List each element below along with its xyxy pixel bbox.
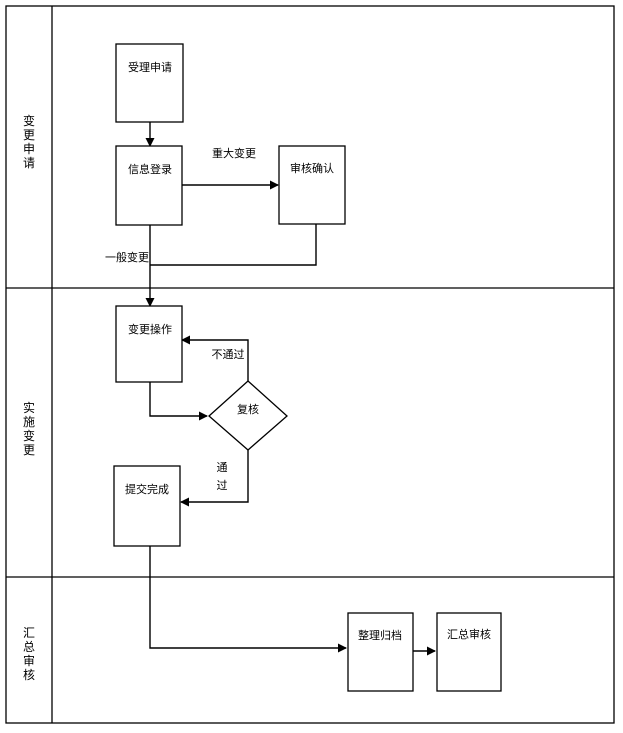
node-submit-complete[interactable]: 提交完成 [113, 465, 181, 547]
edge-recheck-not-passed [181, 335, 249, 381]
node-recheck-decision[interactable]: 复核 [208, 380, 288, 451]
node-organize-archive-label: 整理归档 [358, 628, 402, 642]
edge-recheck-passed [180, 450, 249, 507]
edge-operate-to-recheck [149, 382, 208, 421]
node-info-registration[interactable]: 信息登录 [115, 145, 183, 226]
node-organize-archive[interactable]: 整理归档 [347, 612, 414, 692]
diagram-frame [5, 5, 615, 724]
edge-audit-return [150, 224, 317, 266]
node-info-registration-label: 信息登录 [128, 162, 172, 176]
node-audit-confirm-label: 审核确认 [290, 161, 334, 175]
node-submit-complete-label: 提交完成 [125, 482, 169, 496]
lane-label-change-request: 变更申请 [23, 113, 35, 170]
lane-label-summary-review: 汇总审核 [23, 626, 35, 682]
node-accept-application[interactable]: 受理申请 [115, 43, 184, 123]
node-summary-review[interactable]: 汇总审核 [436, 612, 502, 692]
node-recheck-decision-label: 复核 [237, 402, 259, 416]
node-audit-confirm[interactable]: 审核确认 [278, 145, 346, 225]
node-summary-review-label: 汇总审核 [447, 627, 491, 641]
edge-label-passed-2: 过 [217, 479, 228, 492]
edge-label-not-passed: 不通过 [212, 348, 245, 361]
lane-label-implement-change: 实施变更 [23, 400, 35, 457]
node-accept-application-label: 受理申请 [128, 61, 172, 74]
edge-label-general-change: 一般变更 [105, 250, 149, 264]
edge-label-major-change: 重大变更 [212, 146, 256, 160]
edge-label-passed-1: 通 [217, 461, 228, 474]
node-change-operation-label: 变更操作 [128, 322, 172, 336]
node-change-operation[interactable]: 变更操作 [115, 305, 183, 383]
edge-submit-to-archive [149, 546, 347, 653]
